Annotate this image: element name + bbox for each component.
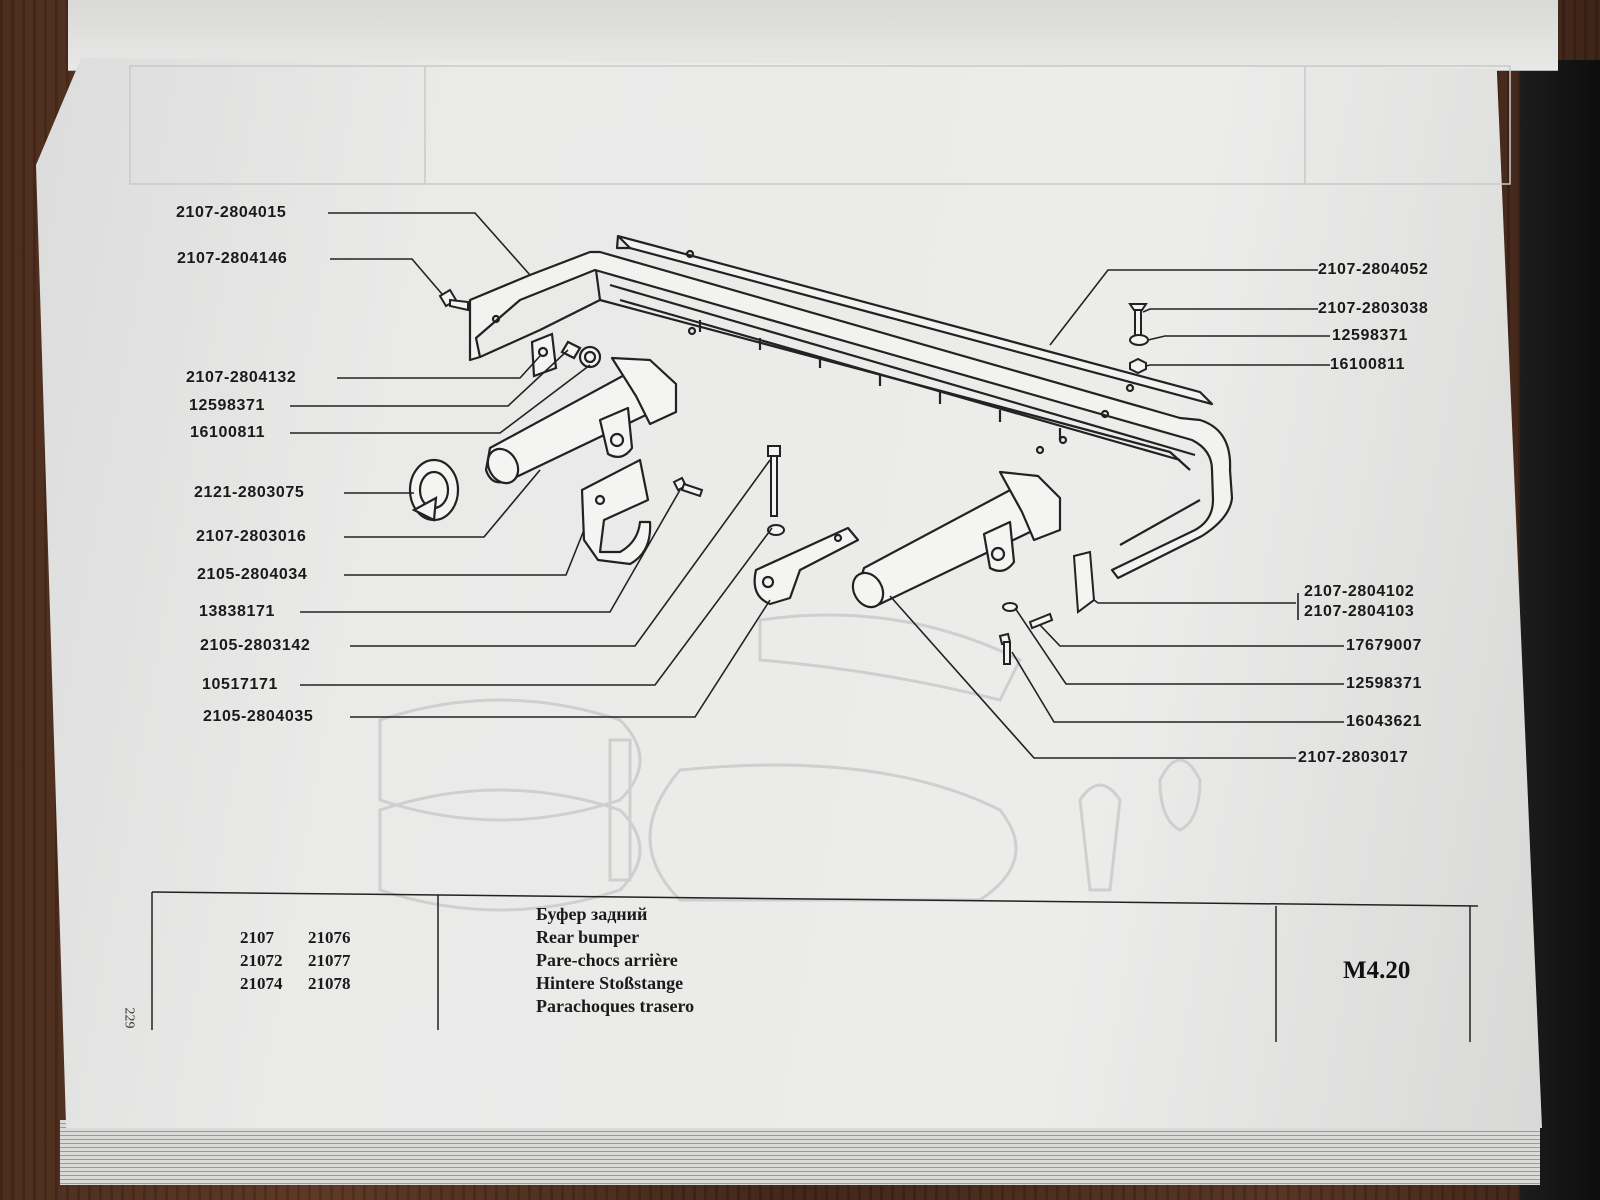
title-english: Rear bumper (536, 927, 640, 947)
title-french: Pare-chocs arrière (536, 950, 678, 970)
part-label: 2107-2803038 (1318, 300, 1429, 317)
page-stack (60, 1120, 1540, 1185)
mount-bracket-drawing (580, 458, 652, 566)
lower-bracket-drawing (753, 526, 860, 606)
part-label: 12598371 (189, 397, 265, 414)
multilingual-title: Буфер задний Rear bumper Pare-chocs arri… (536, 904, 694, 1019)
part-label: 10517171 (202, 676, 278, 693)
right-small-parts-drawing (998, 303, 1149, 665)
part-label: 2107-2804146 (177, 250, 288, 267)
plate-part-drawing (530, 332, 602, 378)
right-bracket-drawing (851, 470, 1062, 609)
model-code: 21072 (240, 951, 283, 970)
part-label: 16100811 (1330, 356, 1406, 373)
leader-lines (290, 212, 1344, 759)
page-number: 229 (121, 1007, 137, 1029)
model-code: 21077 (308, 951, 351, 970)
title-russian: Буфер задний (536, 904, 648, 924)
bolt-part-drawing (438, 288, 469, 312)
part-label: 2107-2804015 (176, 204, 287, 221)
part-label: 2107-2804052 (1318, 261, 1429, 278)
end-cap-drawing (408, 458, 460, 522)
part-label: 2105-2804035 (203, 708, 314, 725)
bleed-through-ghost-drawings (378, 613, 1202, 912)
part-label: 2105-2804034 (197, 566, 308, 583)
model-code: 21078 (308, 974, 351, 993)
part-label: 2121-2803075 (194, 484, 305, 501)
model-code: 21074 (240, 974, 283, 993)
part-label: 13838171 (199, 603, 275, 620)
title-spanish: Parachoques trasero (536, 996, 695, 1016)
part-label: 17679007 (1346, 637, 1422, 654)
section-code: M4.20 (1343, 957, 1411, 984)
bumper-assembly-drawing (468, 234, 1234, 580)
part-label: 12598371 (1346, 675, 1422, 692)
caption-table-frame (151, 891, 1479, 1042)
back-page (68, 0, 1558, 71)
part-label: 2107-2804103 (1304, 603, 1415, 620)
part-label: 16043621 (1346, 713, 1422, 730)
left-bracket-drawing (484, 356, 678, 485)
title-german: Hintere Stoßstange (536, 973, 684, 993)
model-code: 21076 (308, 928, 351, 947)
part-label: 16100811 (190, 424, 266, 441)
part-label: 2107-2804102 (1304, 583, 1415, 600)
bolt-13838171-drawing (672, 476, 704, 498)
part-label: 12598371 (1332, 327, 1408, 344)
part-label: 2107-2804132 (186, 369, 297, 386)
model-list: 2107 21076 21072 21077 21074 21078 (240, 928, 376, 997)
model-code: 2107 (240, 928, 274, 947)
part-label: 2107-2803017 (1298, 749, 1409, 766)
bleed-through-header-frame (129, 65, 1511, 185)
long-bolt-drawing (767, 445, 785, 536)
part-label: 2105-2803142 (200, 637, 311, 654)
part-label: 2107-2803016 (196, 528, 307, 545)
